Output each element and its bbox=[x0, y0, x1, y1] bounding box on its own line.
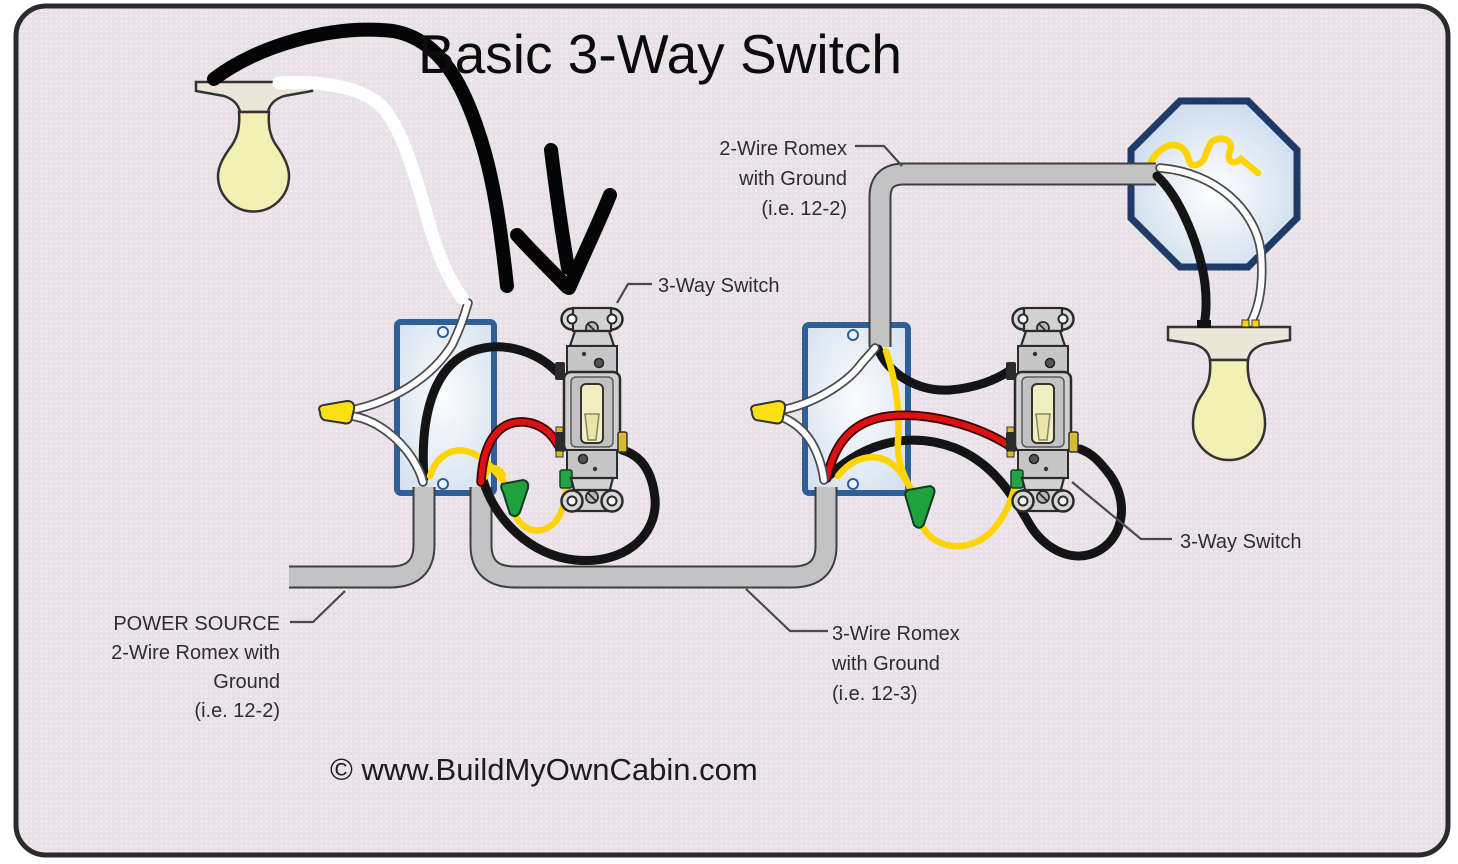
two-wire-romex-cable bbox=[868, 162, 1156, 347]
ground-connector bbox=[904, 484, 936, 529]
light-bulb-icon bbox=[1191, 358, 1267, 462]
label-line: with Ground bbox=[832, 653, 940, 675]
hand-drawn-arrow-shaft bbox=[544, 143, 575, 275]
label-switch-1: 3-Way Switch bbox=[658, 275, 780, 297]
ground-wire-squiggle bbox=[1146, 135, 1262, 177]
box2-wiring bbox=[750, 343, 1126, 561]
traveler-black-wire bbox=[825, 435, 1126, 561]
neutral-wire bbox=[779, 345, 878, 413]
label-line: POWER SOURCE bbox=[113, 613, 280, 635]
diagram-frame bbox=[13, 3, 1451, 858]
label-line: 3-Wire Romex bbox=[832, 623, 960, 645]
label-line: Ground bbox=[213, 671, 280, 693]
octagon-to-light-wires bbox=[1152, 163, 1267, 330]
white-wire-annotation bbox=[272, 76, 469, 305]
wire-nut bbox=[750, 399, 787, 425]
label-line: (i.e. 12-3) bbox=[832, 683, 918, 705]
label-line: (i.e. 12-2) bbox=[761, 198, 847, 220]
power-source-romex-cable bbox=[289, 487, 436, 589]
light-bulb-icon bbox=[216, 110, 291, 213]
ground-connector bbox=[500, 478, 530, 518]
annotation-strokes bbox=[207, 22, 617, 305]
label-line: 2-Wire Romex with bbox=[111, 642, 280, 664]
label-line: 2-Wire Romex bbox=[719, 138, 847, 160]
brass-terminal bbox=[1241, 319, 1250, 328]
brass-terminal bbox=[1251, 319, 1260, 328]
copyright-text: © www.BuildMyOwnCabin.com bbox=[330, 752, 758, 787]
label-switch-2: 3-Way Switch bbox=[1180, 531, 1302, 553]
traveler-red-wire bbox=[824, 412, 1011, 481]
diagram-title: Basic 3-Way Switch bbox=[418, 23, 902, 85]
label-line: (i.e. 12-2) bbox=[194, 700, 280, 722]
black-terminal bbox=[1197, 320, 1211, 328]
hand-drawn-arrow-barb-right bbox=[562, 188, 617, 295]
black-wire-annotation bbox=[207, 22, 514, 293]
ground-wire bbox=[426, 447, 508, 486]
leader-3wire-label bbox=[745, 588, 828, 633]
leader-switch1-label bbox=[616, 282, 652, 304]
hot-wire bbox=[418, 342, 562, 483]
neutral-wire bbox=[779, 414, 827, 483]
leader-power-label bbox=[290, 590, 346, 624]
ground-wire bbox=[918, 478, 1020, 550]
neutral-wire bbox=[349, 413, 426, 485]
electrical-box-2 bbox=[802, 322, 911, 496]
light-fixture-left bbox=[194, 80, 314, 213]
label-2wire-romex: 2-Wire Romex with Ground (i.e. 12-2) bbox=[645, 134, 847, 224]
neutral-wire bbox=[349, 300, 471, 413]
label-power-source: POWER SOURCE 2-Wire Romex with Ground (i… bbox=[80, 610, 280, 726]
traveler-red-wire bbox=[478, 418, 561, 485]
hand-drawn-arrow-barb-left bbox=[510, 228, 574, 294]
three-wire-romex-cable bbox=[469, 487, 838, 589]
leader-top-romex-label bbox=[855, 144, 903, 167]
traveler-black-wire bbox=[478, 445, 660, 566]
ground-wire bbox=[834, 454, 915, 494]
wire-nut bbox=[318, 399, 356, 425]
light-fixture-right bbox=[1166, 319, 1292, 462]
box1-wiring bbox=[318, 298, 660, 566]
label-line: with Ground bbox=[739, 168, 847, 190]
label-3wire-romex: 3-Wire Romex with Ground (i.e. 12-3) bbox=[832, 619, 960, 709]
leader-switch2-label bbox=[1071, 481, 1172, 541]
